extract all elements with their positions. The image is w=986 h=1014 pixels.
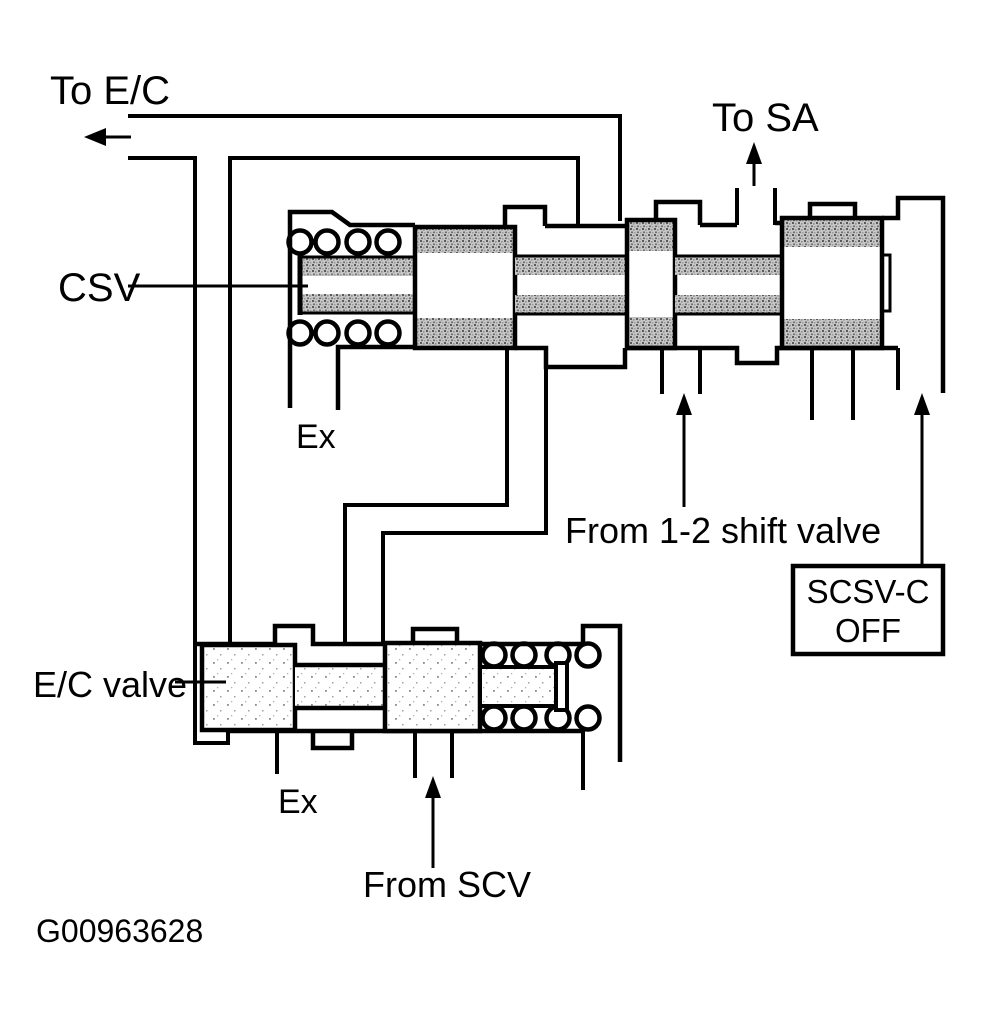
pipe-to-ec-lower-left — [128, 156, 230, 745]
ec-body-bottom-notch — [310, 731, 355, 751]
ec-right-land-tab — [410, 626, 460, 644]
scsv-box-label-line1: SCSV-C — [807, 573, 930, 610]
pipe-csv-port-1 — [343, 348, 509, 644]
label-ec-valve: E/C valve — [33, 664, 187, 705]
arrow-scsv-c-icon — [914, 393, 930, 566]
csv-land-large — [412, 224, 518, 351]
label-from-scv: From SCV — [363, 864, 531, 905]
ec-stem-retainer — [554, 661, 569, 712]
csv-spring — [286, 228, 402, 347]
ec-land-left — [199, 642, 298, 733]
label-ex-upper: Ex — [296, 418, 336, 456]
arrow-from-scv-icon — [425, 776, 441, 868]
csv-land-right — [779, 201, 892, 351]
scsv-box-label-line2: OFF — [835, 612, 901, 649]
arrow-to-ec-icon — [84, 128, 131, 146]
flow-arrows — [84, 128, 930, 868]
label-to-ec: To E/C — [50, 69, 170, 113]
csv-spring-housing-bottom — [335, 344, 415, 410]
ec-valve — [195, 623, 623, 790]
label-to-sa: To SA — [712, 96, 819, 140]
csv-body-top-notch — [502, 204, 548, 226]
pipe-ec-to-csv — [228, 156, 580, 644]
ec-land-right — [382, 640, 483, 734]
pipe-csv-port-2 — [381, 367, 548, 644]
scsv-c-state-box: SCSV-C OFF — [790, 563, 946, 657]
diagram-labels: To E/C To SA CSV Ex From 1-2 shift valve… — [33, 69, 881, 949]
label-ex-lower: Ex — [278, 783, 318, 821]
csv-valve — [286, 188, 946, 420]
label-csv: CSV — [58, 266, 141, 310]
arrow-from-1-2-shift-icon — [676, 393, 692, 507]
csv-end-plug — [880, 253, 892, 313]
label-figure-id: G00963628 — [36, 913, 203, 949]
csv-shaft-right — [675, 254, 782, 316]
ec-body-top — [195, 623, 413, 647]
pipe-to-ec-upper — [128, 114, 622, 221]
ec-shaft — [295, 662, 385, 711]
pipe-network — [128, 114, 622, 745]
csv-shaft-mid — [515, 254, 627, 316]
label-from-1-2-shift-valve: From 1-2 shift valve — [565, 510, 881, 551]
csv-spool-stem — [297, 255, 415, 315]
ec-spring-stem — [482, 661, 569, 712]
csv-land-middle — [624, 217, 678, 351]
csv-body-bottom-step — [515, 345, 628, 370]
csv-spring-housing — [287, 209, 415, 408]
arrow-to-sa-icon — [746, 142, 762, 186]
csv-body-top-notch-2 — [653, 199, 703, 225]
csv-body-top-right — [882, 195, 946, 393]
csv-right-land-tab — [807, 201, 858, 218]
